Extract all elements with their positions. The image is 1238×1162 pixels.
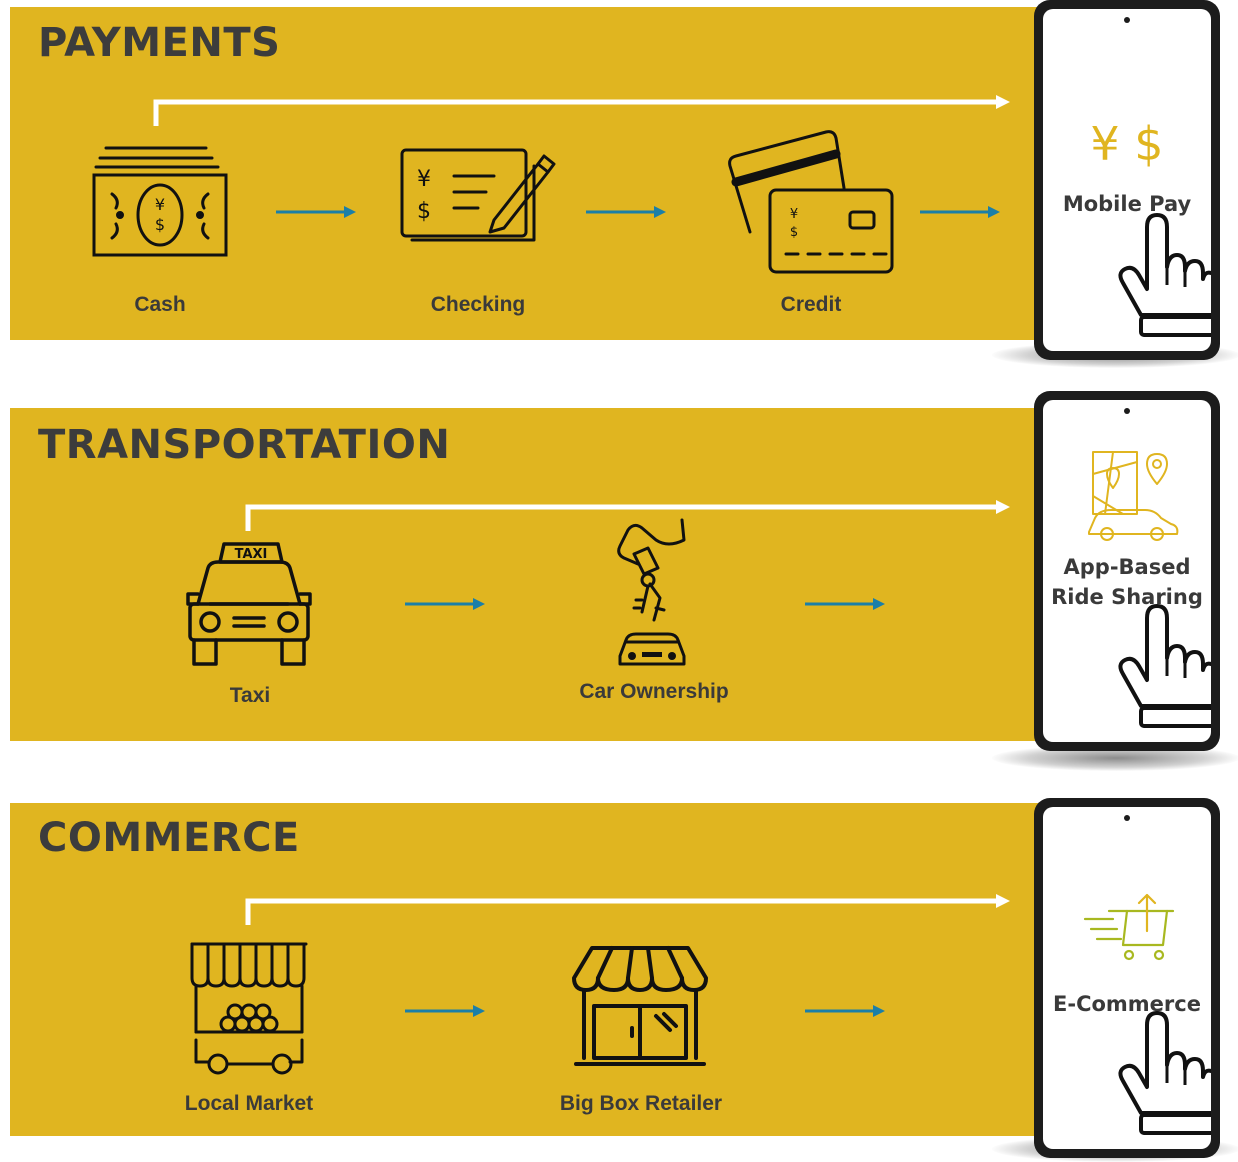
svg-text:$: $	[155, 215, 165, 234]
step-label-checking: Checking	[430, 293, 526, 316]
step-label-car-ownership: Car Ownership	[579, 680, 729, 703]
step-label-credit: Credit	[780, 293, 842, 316]
phone-label-e-commerce: E-Commerce	[1053, 992, 1201, 1016]
phone-screen: E-Commerce	[1043, 807, 1211, 1149]
pointing-hand-icon	[1118, 213, 1211, 337]
map-car-icon	[1088, 451, 1179, 541]
e-commerce-phone: E-Commerce	[1034, 798, 1220, 1158]
cash-bill-icon: ¥ $	[92, 146, 228, 257]
pointing-hand-icon	[1118, 1011, 1211, 1135]
credit-cards-icon: ¥ $	[728, 130, 894, 274]
market-stall-icon	[190, 942, 308, 1075]
payments-bypass-arrow	[153, 95, 1010, 126]
flow-arrow-credit-to-mobile	[920, 206, 1000, 218]
currency-symbols-icon: ¥ $	[1090, 117, 1164, 171]
commerce-bypass-arrow	[245, 894, 1010, 925]
svg-text:¥: ¥	[790, 207, 798, 222]
storefront-icon	[572, 946, 708, 1066]
step-label-taxi: Taxi	[229, 684, 271, 707]
step-label-big-box-retailer: Big Box Retailer	[559, 1092, 723, 1115]
svg-text:$: $	[417, 199, 431, 224]
flow-arrow-taxi-to-car	[405, 598, 485, 610]
phone-screen: App-Based Ride Sharing	[1043, 400, 1211, 742]
commerce-title: COMMERCE	[38, 815, 300, 861]
svg-text:¥: ¥	[417, 167, 431, 192]
transportation-title: TRANSPORTATION	[38, 422, 451, 468]
checkbook-pen-icon: ¥ $	[400, 148, 556, 242]
transportation-bypass-arrow	[245, 500, 1010, 531]
pointing-hand-icon	[1118, 604, 1211, 728]
ride-sharing-phone: App-Based Ride Sharing	[1034, 391, 1220, 751]
taxi-icon: TAXI	[186, 542, 312, 666]
camera-dot	[1124, 815, 1130, 821]
flow-arrow-cash-to-checking	[276, 206, 356, 218]
transportation-band	[10, 408, 1070, 741]
phone-label-ride-line1: App-Based	[1063, 555, 1191, 579]
payments-title: PAYMENTS	[38, 20, 281, 66]
flow-arrow-checking-to-credit	[586, 206, 666, 218]
camera-dot	[1124, 17, 1130, 23]
phone-screen: ¥ $ Mobile Pay	[1043, 9, 1211, 351]
mobile-pay-phone: ¥ $ Mobile Pay	[1034, 0, 1220, 360]
svg-text:$: $	[790, 225, 798, 240]
phone-label-mobile-pay: Mobile Pay	[1062, 192, 1192, 216]
flow-arrow-car-to-rideshare	[805, 598, 885, 610]
flow-arrow-market-to-bigbox	[405, 1005, 485, 1017]
step-label-cash: Cash	[134, 293, 186, 316]
camera-dot	[1124, 408, 1130, 414]
phone-label-ride-line2: Ride Sharing	[1051, 585, 1203, 609]
commerce-band	[10, 803, 1070, 1136]
car-keys-icon	[617, 518, 686, 666]
shopping-cart-icon	[1083, 893, 1175, 961]
svg-text:¥: ¥	[155, 195, 165, 214]
flow-arrow-bigbox-to-ecommerce	[805, 1005, 885, 1017]
taxi-sign-text: TAXI	[235, 547, 268, 562]
step-label-local-market: Local Market	[184, 1092, 314, 1115]
